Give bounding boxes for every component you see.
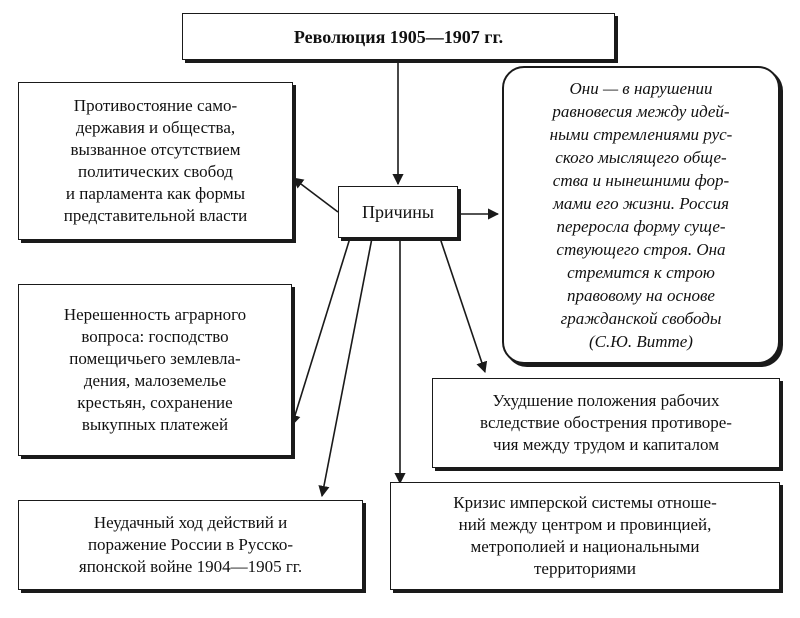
cause-imperial: Кризис имперской системы отноше- ний меж… (390, 482, 780, 590)
cause-workers: Ухудшение положения рабочих вследствие о… (432, 378, 780, 468)
cause-agrarian: Нерешенность аграрного вопроса: господст… (18, 284, 292, 456)
arrow-to-autocracy (292, 177, 339, 213)
title-box: Революция 1905—1907 гг. (182, 13, 615, 60)
causes-label: Причины (361, 202, 435, 222)
causes-box: Причины (338, 186, 458, 238)
arrow-to-war (318, 237, 373, 498)
arrow-to-agrarian (289, 237, 351, 427)
title-text: Революция 1905—1907 гг. (293, 26, 504, 47)
cause-autocracy: Противостояние само- державия и общества… (18, 82, 293, 240)
witte-quote: Они — в нарушении равновесия между идей-… (502, 66, 780, 364)
cause-war: Неудачный ход действий и поражение Росси… (18, 500, 363, 590)
arrow-to-workers (439, 237, 488, 374)
